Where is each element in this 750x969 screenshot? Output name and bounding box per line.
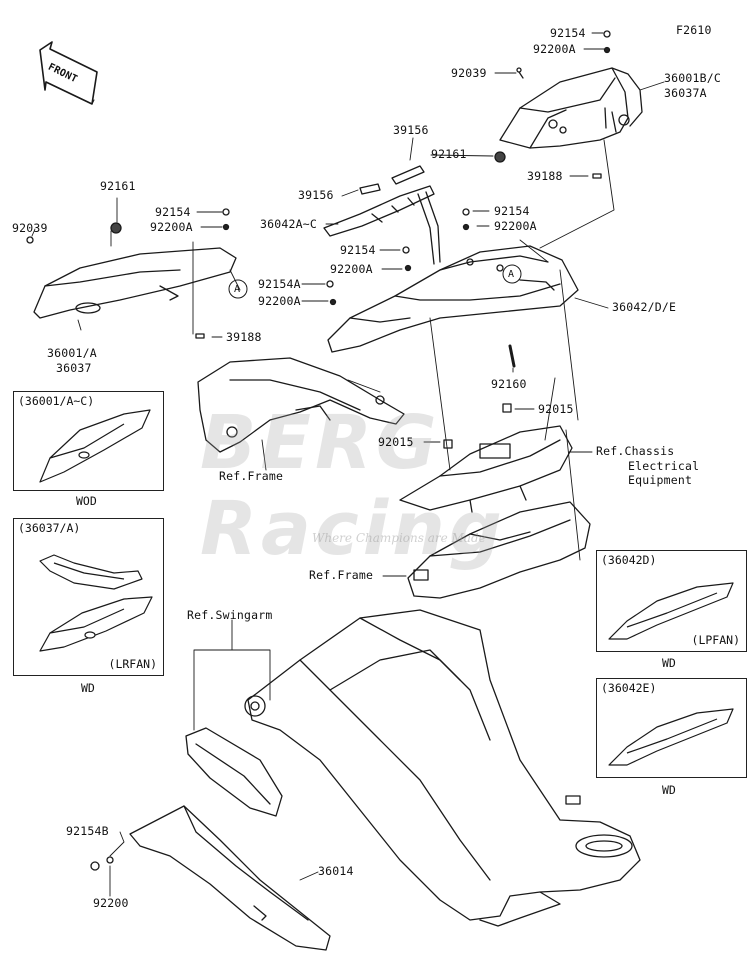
bolt-92160: [508, 344, 516, 368]
grommet-92161-left: [110, 222, 122, 234]
variant-box-header: (36037/A): [18, 521, 81, 535]
callout-92154-right: 92154: [494, 204, 530, 218]
callout-92200a-mid: 92200A: [330, 262, 373, 276]
swingarm: [244, 609, 641, 927]
callout-36037: 36037: [56, 361, 92, 375]
callout-92015-left: 92015: [378, 435, 414, 449]
callout-92039-top: 92039: [451, 66, 487, 80]
callout-ref-frame-upper: Ref.Frame: [219, 469, 284, 483]
variant-box-header: (36042E): [601, 681, 657, 695]
callout-39156-mid: 39156: [298, 188, 334, 202]
callout-92161-top: 92161: [431, 147, 467, 161]
callout-92200a-right: 92200A: [494, 219, 537, 233]
bracket-36042ac: [323, 185, 441, 265]
callout-39188-left: 39188: [226, 330, 262, 344]
rubber-39156-a: [391, 165, 425, 185]
callout-92200a-low: 92200A: [258, 294, 301, 308]
callout-36001a: 36001/A: [47, 346, 97, 360]
callout-92015-right: 92015: [538, 402, 574, 416]
callout-92200: 92200: [93, 896, 129, 910]
callout-92154a: 92154A: [258, 277, 301, 291]
callout-92200a-left: 92200A: [150, 220, 193, 234]
variant-part-icon: [608, 708, 734, 766]
rear-frame-lower: [407, 501, 591, 599]
callout-92154-top: 92154: [550, 26, 586, 40]
variant-box-header: (36001/A~C): [18, 394, 95, 408]
variant-caption-36042e: WD: [662, 783, 676, 797]
variant-box-header: (36042D): [601, 553, 657, 567]
variant-part-icon: [39, 554, 153, 652]
pad-39188-left: [195, 333, 205, 339]
leader-lines: [31, 32, 665, 897]
variant-caption-36042d: WD: [662, 656, 676, 670]
variant-caption-36037a: WD: [81, 681, 95, 695]
ref-mark-right: A: [508, 269, 515, 280]
callout-92161-left: 92161: [100, 179, 136, 193]
callout-electrical: Electrical: [628, 459, 700, 473]
collar-92015-b: [502, 403, 512, 413]
callout-92160: 92160: [491, 377, 527, 391]
watermark-tagline: Where Champions are Made: [312, 531, 486, 545]
tail-cover-36042: [327, 245, 579, 353]
variant-box-36001ac: (36001/A~C): [13, 391, 164, 491]
callout-92039-left: 92039: [12, 221, 48, 235]
electrical-tray: [399, 425, 573, 513]
callout-39188-top: 39188: [527, 169, 563, 183]
callout-36037a: 36037A: [664, 86, 707, 100]
chain-cover-36014: [129, 805, 331, 951]
callout-36042ac: 36042A~C: [260, 217, 317, 231]
callout-36042de: 36042/D/E: [612, 300, 677, 314]
pad-39188-upper: [592, 173, 602, 179]
ref-circle-left: [228, 279, 248, 299]
rear-subframe-upper: [197, 357, 405, 453]
seat-cowl-36001a: [33, 247, 237, 319]
ref-circle-right: [502, 264, 522, 284]
callout-39156-top: 39156: [393, 123, 429, 137]
variant-box-36037a: (36037/A) (LRFAN): [13, 518, 164, 676]
grommet-92161-upper: [494, 151, 506, 163]
figure-code: F2610: [676, 23, 712, 37]
callout-ref-swingarm: Ref.Swingarm: [187, 608, 273, 622]
variant-box-footer: (LRFAN): [108, 657, 157, 671]
variant-box-36042e: (36042E): [596, 678, 747, 778]
watermark-logo: BERG Racing: [200, 400, 506, 572]
variant-caption-36001ac: WOD: [76, 494, 97, 508]
fasteners: [26, 30, 611, 306]
callout-ref-frame-lower: Ref.Frame: [309, 568, 374, 582]
callout-92154-mid: 92154: [340, 243, 376, 257]
collar-92015-a: [443, 439, 453, 449]
rubber-39156-b: [359, 183, 381, 195]
callout-equipment: Equipment: [628, 473, 693, 487]
callout-92154b: 92154B: [66, 824, 109, 838]
front-arrow-icon: [39, 41, 98, 105]
seat-cowl-36001bc: [499, 67, 643, 149]
callout-36001bc: 36001B/C: [664, 71, 721, 85]
callout-36014: 36014: [318, 864, 354, 878]
variant-part-icon: [39, 409, 151, 483]
bolt-92154b: [90, 861, 100, 871]
callout-92154-left: 92154: [155, 205, 191, 219]
ref-mark-left: A: [234, 284, 241, 295]
washer-92200: [106, 856, 114, 864]
callout-ref-chassis: Ref.Chassis: [596, 444, 675, 458]
chain-guide: [185, 727, 283, 817]
variant-part-icon: [608, 582, 734, 640]
variant-box-footer: (LPFAN): [691, 633, 740, 647]
variant-box-36042d: (36042D) (LPFAN): [596, 550, 747, 652]
callout-92200a-top: 92200A: [533, 42, 576, 56]
